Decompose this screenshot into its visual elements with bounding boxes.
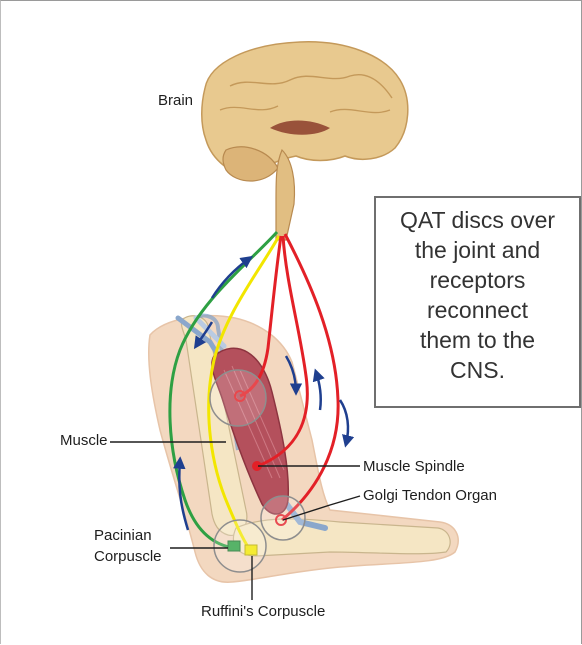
- callout-line: QAT discs over: [376, 205, 579, 235]
- pacinian-label-line1: Pacinian: [94, 525, 162, 546]
- muscle-label: Muscle: [60, 432, 108, 449]
- callout-line: reconnect: [376, 295, 579, 325]
- pacinian-corpuscle-label: Pacinian Corpuscle: [94, 525, 162, 567]
- qat-callout-box: QAT discs over the joint and receptors r…: [374, 196, 581, 408]
- pacinian-label-line2: Corpuscle: [94, 546, 162, 567]
- ruffini-corpuscle-label: Ruffini's Corpuscle: [201, 603, 325, 620]
- joint-highlight-circle: [214, 520, 266, 572]
- golgi-tendon-organ-label: Golgi Tendon Organ: [363, 487, 497, 504]
- muscle-highlight-circle: [210, 370, 266, 426]
- callout-line: them to the: [376, 325, 579, 355]
- callout-line: receptors: [376, 265, 579, 295]
- callout-line: the joint and: [376, 235, 579, 265]
- muscle-spindle-label: Muscle Spindle: [363, 458, 465, 475]
- brain-label: Brain: [158, 92, 193, 109]
- golgi-highlight-circle: [261, 496, 305, 540]
- callout-line: CNS.: [376, 355, 579, 385]
